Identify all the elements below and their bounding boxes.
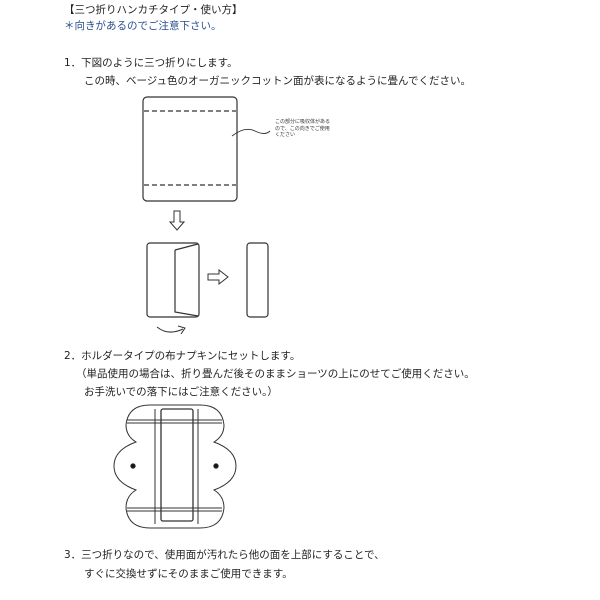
arrow-down-icon (168, 210, 186, 231)
step-2-heading: 2．ホルダータイプの布ナプキンにセットします。 (64, 350, 301, 362)
curved-arrow-icon (156, 326, 184, 333)
caution-text: ＊向きがあるのでご注意下さい。 (64, 20, 222, 32)
annotation-leader-line (231, 128, 271, 137)
page-title: 【三つ折りハンカチタイプ・使い方】 (64, 4, 243, 16)
step-3-detail: すぐに交換せずにそのままご使用できます。 (84, 568, 293, 580)
step-2-note: お手洗いでの落下にはご注意ください。） (84, 386, 278, 398)
holder-pad-diagram (113, 404, 237, 529)
step-1-heading: 1．下図のように三つ折りにします。 (64, 57, 238, 69)
snap-button-left (130, 463, 136, 469)
folded-cloth-diagram (246, 242, 269, 318)
arrow-right-icon (207, 268, 229, 286)
unfolded-cloth-diagram (142, 96, 271, 202)
snap-button-right (213, 463, 219, 469)
step-1-detail: この時、ベージュ色のオーガニックコットン面が表になるように畳んでください。 (84, 75, 472, 87)
folding-cloth-diagram (146, 242, 200, 318)
diagram-annotation: この部分に吸収体があるので、この向きでご使用ください (275, 119, 331, 138)
step-3-heading: 3．三つ折りなので、使用面が汚れたら他の面を上部にすることで、 (64, 549, 385, 561)
step-2-detail: （単品使用の場合は、折り畳んだ後そのままショーツの上にのせてご使用ください。 (76, 368, 475, 380)
